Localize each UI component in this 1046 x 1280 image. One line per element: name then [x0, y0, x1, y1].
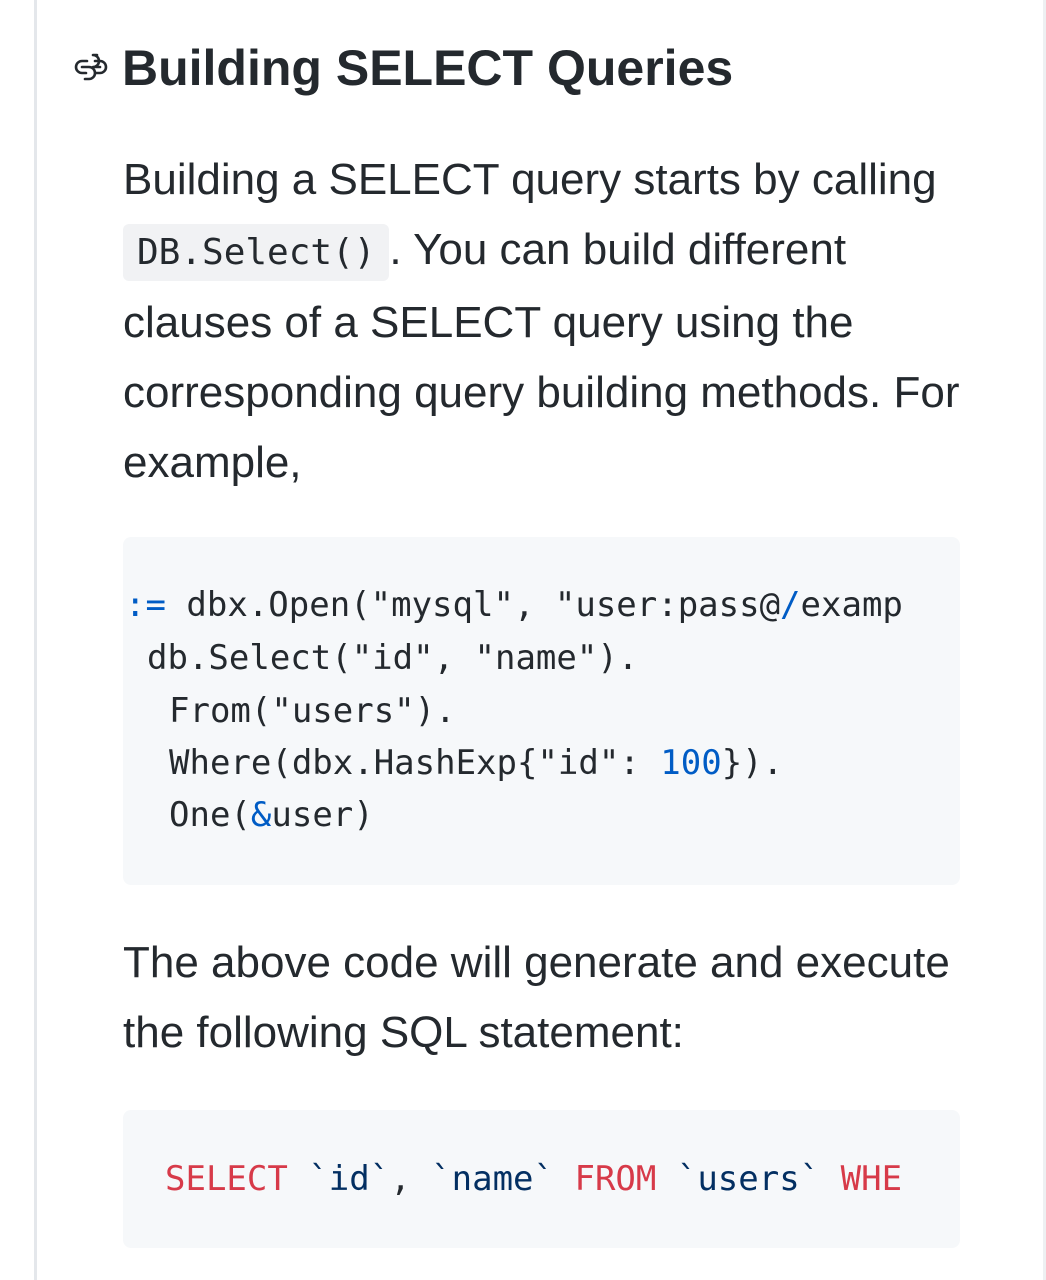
heading-anchor-link[interactable] [70, 50, 112, 84]
code-line-2: db.Select("id", "name"). [147, 638, 639, 678]
address-operator: & [250, 795, 272, 835]
right-border [1043, 0, 1046, 1280]
section-heading: Building SELECT Queries [122, 40, 734, 96]
inline-code-db-select: DB.Select() [123, 224, 390, 281]
number-literal: 100 [660, 743, 722, 783]
code-line-1: := dbx.Open("mysql", "user:pass@/examp [125, 585, 903, 625]
sql-keyword-select: SELECT [165, 1159, 288, 1199]
left-border [34, 0, 37, 1280]
sql-code-block[interactable]: SELECT `id`, `name` FROM `users` WHE [123, 1110, 960, 1248]
go-code-block[interactable]: := dbx.Open("mysql", "user:pass@/examp d… [123, 537, 960, 885]
intro-text-before: Building a SELECT query starts by callin… [123, 155, 937, 204]
intro-paragraph: Building a SELECT query starts by callin… [123, 145, 973, 498]
code-line-4: Where(dbx.HashExp{"id": 100}). [169, 743, 784, 783]
intro-text-after: . You can build different clauses of a S… [123, 225, 960, 487]
link-icon [74, 53, 108, 81]
outro-paragraph: The above code will generate and execute… [123, 938, 950, 1057]
sql-keyword-from: FROM [574, 1159, 657, 1199]
code-line-5: One(&user) [169, 795, 374, 835]
sql-line: SELECT `id`, `name` FROM `users` WHE [165, 1159, 903, 1199]
assign-operator: := [125, 585, 166, 625]
code-line-3: From("users"). [169, 691, 456, 731]
sql-keyword-where: WHE [840, 1159, 903, 1199]
